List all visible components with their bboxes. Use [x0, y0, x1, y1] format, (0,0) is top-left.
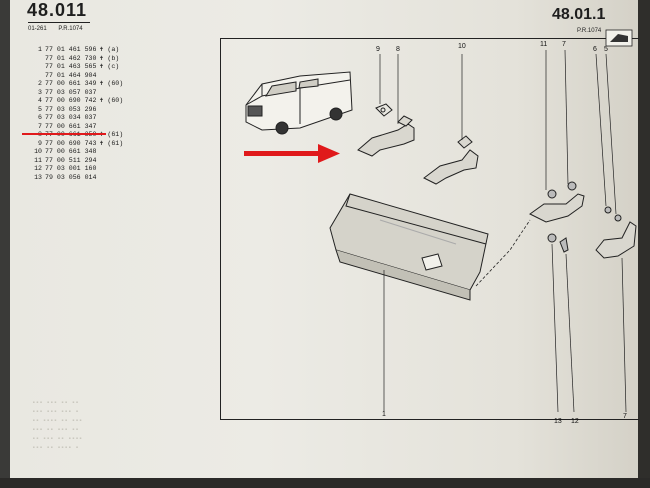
callout-6: 6	[593, 46, 597, 53]
part-number: 77 01 462 730	[45, 54, 97, 62]
callout-11: 11	[540, 41, 548, 48]
right-sub-ref: P.R.1074	[577, 28, 602, 34]
header-rule	[28, 22, 90, 23]
part-number: 77 00 511 294	[45, 156, 97, 164]
part-ref: 12	[34, 165, 42, 172]
part-note: ✝ (c)	[99, 63, 120, 70]
part-number: 77 03 034 037	[45, 114, 97, 121]
callout-7-top: 7	[562, 41, 566, 48]
part-ref: 1	[38, 46, 42, 53]
screw-13	[547, 233, 557, 243]
part-number: 77 01 463 565	[45, 63, 97, 70]
header-sub: 01-261 P.R.1074	[28, 26, 93, 32]
part-number: 77 00 661 349	[45, 80, 97, 87]
diagram-frame	[220, 38, 639, 420]
part-note: ✝ (a)	[99, 46, 120, 53]
part-ref: 3	[38, 88, 42, 96]
part-note: ✝ (60)	[99, 80, 124, 87]
part-number: 77 03 001 160	[45, 165, 97, 172]
part-row: 77 01 463 565✝ (c)	[30, 63, 123, 72]
book-spine-shadow	[638, 0, 650, 488]
part-row: 77 01 464 904	[30, 72, 123, 81]
part-ref: 13	[34, 173, 42, 181]
callout-13: 13	[554, 418, 562, 425]
van-icon	[245, 71, 353, 135]
part-note: ✝ (60)	[99, 97, 124, 104]
page-code-left: 48.011	[27, 0, 88, 20]
part-number: 77 03 053 296	[45, 105, 97, 113]
part-ref: 7	[38, 122, 42, 130]
part-number: 77 00 661 347	[45, 122, 97, 130]
bracket-5-6	[595, 206, 637, 259]
bleed-through-text: ▪▪▪ ▪▪▪ ▪▪ ▪▪▪▪▪ ▪▪▪ ▪▪▪ ▪▪▪ ▪▪▪▪ ▪▪ ▪▪▪…	[32, 399, 83, 451]
part-ref: 2	[38, 80, 42, 87]
part-ref: 4	[38, 97, 42, 104]
callout-8: 8	[396, 46, 400, 53]
corner-thumbnail-icon	[605, 29, 633, 47]
bracket-9	[375, 103, 393, 117]
callout-7-bottom: 7	[623, 413, 627, 420]
part-number: 77 01 464 904	[45, 71, 97, 79]
part-note: ✝ (b)	[99, 54, 120, 62]
sub-code: 01-261	[28, 26, 47, 32]
callout-10: 10	[458, 43, 466, 50]
sub-ref: P.R.1074	[58, 26, 83, 32]
part-ref: 6	[38, 114, 42, 121]
part-ref: 11	[34, 156, 42, 164]
part-number: 77 00 690 743	[45, 139, 97, 147]
part-number: 77 03 057 037	[45, 88, 97, 96]
roof-panel-1	[329, 193, 489, 301]
callout-1: 1	[382, 411, 386, 418]
leader-lines	[379, 49, 627, 413]
bracket-8	[357, 115, 415, 157]
part-ref: 9	[38, 139, 42, 147]
callout-9: 9	[376, 46, 380, 53]
part-number: 77 00 661 348	[45, 148, 97, 155]
bracket-10	[423, 135, 479, 185]
part-note: ✝ (61)	[99, 139, 124, 147]
assembly-line	[475, 219, 531, 287]
part-number: 79 03 056 014	[45, 173, 97, 181]
callout-5: 5	[604, 46, 608, 53]
red-arrow-icon	[244, 144, 340, 163]
part-row: 77 01 462 730✝ (b)	[30, 55, 123, 64]
part-number: 77 01 461 596	[45, 46, 97, 53]
part-number: 77 00 690 742	[45, 97, 97, 104]
bracket-7-11	[529, 181, 585, 223]
screw-12	[559, 237, 569, 253]
callout-12: 12	[571, 418, 579, 425]
page-bottom-shadow	[0, 478, 650, 488]
part-ref: 10	[34, 148, 42, 155]
part-ref: 5	[38, 105, 42, 113]
page-code-right: 48.01.1	[552, 6, 606, 23]
